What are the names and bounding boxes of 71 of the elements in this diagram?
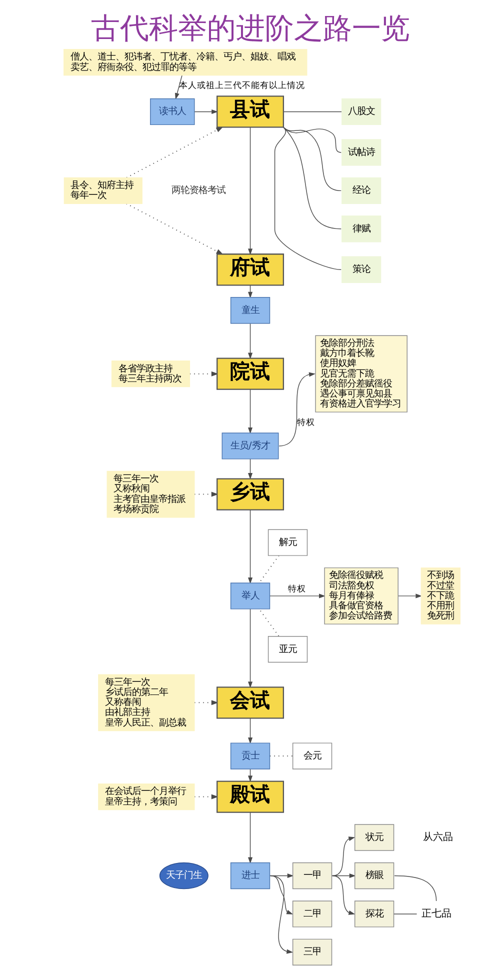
edge-label: 特权 — [288, 584, 306, 594]
node-box: 生员/秀才 — [221, 432, 278, 460]
node-label: 从六品 — [422, 832, 452, 844]
arrow — [248, 389, 252, 434]
node-box: 举人 — [230, 582, 270, 610]
arrow — [397, 594, 422, 598]
node-box: 县试 — [216, 96, 284, 128]
node-box: 亚元 — [267, 636, 308, 663]
arrow — [248, 323, 252, 360]
node-box: 乡试 — [216, 478, 284, 510]
label: 两轮资格考试 — [170, 185, 225, 196]
node-box: 免除部分刑法 戴方巾着长靴 使用奴婢 见官无需下跪 免除部分差赋徭役 遇公事可禀见知县 有资格进入官学学习 — [314, 335, 407, 412]
arrow — [194, 794, 218, 800]
node-box: 每三年一次 乡试后的第二年 又称春闱 由礼部主持 皇帝人民正、副总裁 — [98, 674, 194, 732]
arrow — [278, 372, 316, 446]
arrow — [189, 371, 218, 376]
node-box: 探花 — [354, 900, 394, 928]
arrow — [174, 75, 182, 100]
arrow — [248, 608, 252, 688]
node-box: 免除徭役赋税 司法豁免权 每月有俸禄 具备做官资格 参加会试给路费 — [324, 567, 398, 624]
edge-label: 本人或祖上三代不能有以上情况 — [178, 80, 304, 91]
node-box: 榜眼 — [354, 862, 394, 890]
node-text: 正七品 — [420, 908, 451, 920]
node-ellipse: 天子门生 — [158, 862, 208, 890]
node-box: 状元 — [354, 824, 394, 851]
arrow — [194, 109, 218, 114]
arrow — [248, 812, 252, 864]
arrow — [194, 700, 218, 706]
connector — [394, 875, 436, 902]
node-box: 童生 — [230, 297, 270, 324]
arrow — [332, 875, 355, 915]
arrow — [248, 509, 252, 584]
node-box: 策论 — [341, 256, 381, 283]
node-box: 解元 — [267, 529, 308, 556]
node-box: 二甲 — [292, 900, 332, 928]
arrow — [248, 458, 252, 480]
node-box: 不到场 不过堂 不下跪 不用刑 免死刑 — [420, 567, 460, 624]
connector — [282, 111, 342, 112]
node-box: 院试 — [216, 358, 284, 390]
node-box: 进士 — [230, 862, 270, 890]
node-box: 僧人、道士、犯讳者、丁忧者、冷籍、丐户、娼妓、唱戏卖艺、府衙杂役、犯过罪的等等 — [63, 48, 307, 76]
node-box: 殿试 — [216, 780, 284, 813]
node-box: 试帖诗 — [341, 139, 381, 166]
connector — [282, 126, 341, 230]
node-box: 县令、知府主持 每年一次 — [63, 177, 142, 204]
diagram-title: 古代科举的进阶之路一览 — [90, 10, 410, 45]
arrow — [248, 718, 252, 744]
node-box: 在会试后一个月举行 皇帝主持，考策问 — [98, 783, 194, 810]
node-box: 各省学政主持 每三年主持两次 — [110, 360, 190, 388]
node-box: 贡士 — [230, 742, 270, 770]
arrow — [331, 873, 356, 878]
arrow — [248, 127, 252, 256]
arrow — [194, 492, 218, 497]
node-box: 经论 — [341, 177, 381, 204]
arrow — [270, 875, 293, 954]
node-box: 八股文 — [341, 98, 381, 126]
connector — [274, 126, 341, 270]
edge-label: 特权 — [296, 418, 315, 428]
arrow — [269, 873, 294, 878]
arrow — [270, 875, 293, 914]
node-box: 府试 — [216, 254, 284, 286]
node-box: 三甲 — [292, 938, 332, 966]
node-box: 律赋 — [341, 216, 381, 242]
node-box: 会元 — [292, 742, 332, 770]
arrow — [269, 594, 325, 598]
arrow — [332, 836, 355, 876]
node-box: 每三年一次 又称秋闱 主考官由皇帝指派 考场称贡院 — [106, 470, 194, 518]
node-box: 读书人 — [150, 98, 194, 126]
node-box: 会试 — [216, 686, 284, 719]
node-box: 一甲 — [292, 862, 332, 890]
connector — [282, 126, 341, 192]
